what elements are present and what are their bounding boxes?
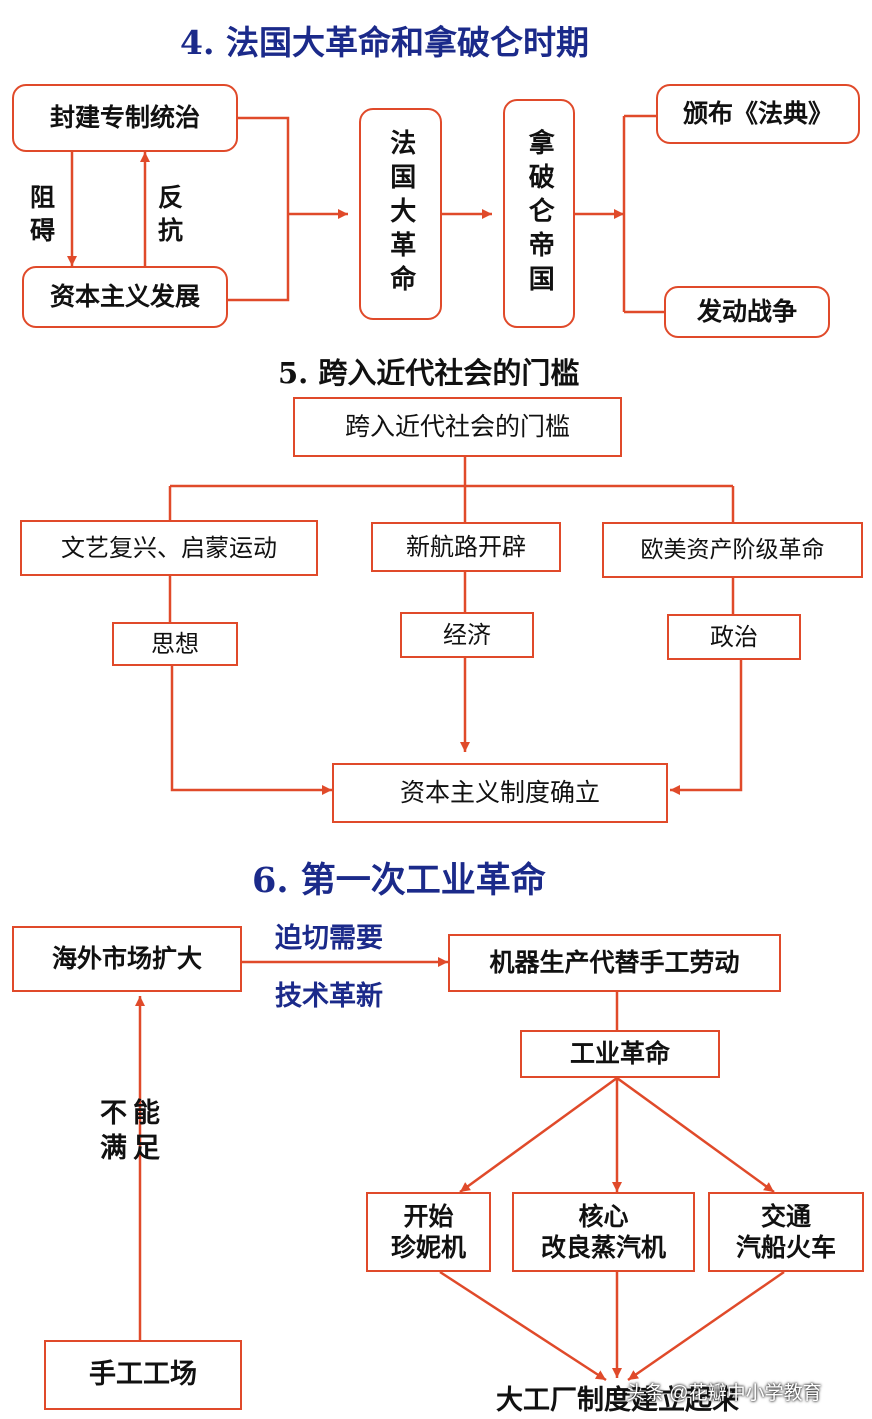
capitalist-system-box: 资本主义制度确立: [332, 763, 668, 823]
steam-engine-line2: 改良蒸汽机: [540, 1233, 666, 1262]
feudal-rule-box: 封建专制统治: [12, 84, 238, 152]
economy-box: 经济: [400, 612, 534, 658]
capitalism-development-box: 资本主义发展: [22, 266, 228, 328]
politics-box: 政治: [667, 614, 801, 660]
jenny-to-factory-arrow: [439, 1270, 607, 1382]
resist-label: 反抗: [158, 183, 184, 245]
politics-to-result-arrow: [670, 660, 743, 795]
industrial-revolution-box: 工业革命: [520, 1030, 720, 1078]
machine-production-box: 机器生产代替手工劳动: [448, 934, 781, 992]
spinning-jenny-box: 开始 珍妮机: [366, 1192, 491, 1272]
renaissance-box: 文艺复兴、启蒙运动: [20, 520, 318, 576]
industrial-to-transport-arrow: [616, 1076, 775, 1194]
transport-box: 交通 汽船火车: [708, 1192, 864, 1272]
feudal-bracket: [228, 116, 290, 302]
transport-line2: 汽船火车: [735, 1233, 836, 1262]
tech-innovation-label: 技术革新: [275, 981, 383, 1012]
section4-title: 4. 法国大革命和拿破仑时期: [180, 23, 589, 62]
issue-code-box: 颁布《法典》: [656, 84, 860, 144]
industrial-to-jenny-arrow: [459, 1076, 618, 1194]
transport-to-factory-arrow: [627, 1270, 785, 1382]
thought-box: 思想: [112, 622, 238, 666]
handicraft-workshop-box: 手工工场: [44, 1340, 242, 1410]
steam-engine-line1: 核心: [578, 1201, 629, 1231]
section6-title: 6. 第一次工业革命: [252, 860, 546, 901]
spinning-jenny-line2: 珍妮机: [390, 1233, 466, 1262]
not-enough-label: 不能满足: [100, 1098, 166, 1165]
thought-to-result-arrow: [170, 666, 332, 795]
factory-system-label: 大工厂制度建立起来: [496, 1385, 739, 1416]
overseas-market-box: 海外市场扩大: [12, 926, 242, 992]
spinning-jenny-line1: 开始: [403, 1201, 454, 1231]
watermark: 头条 @花瓣中小学教育: [626, 1383, 822, 1404]
napoleon-empire-box: 拿破仑帝国: [503, 99, 575, 328]
transport-line1: 交通: [760, 1201, 811, 1231]
launch-war-box: 发动战争: [664, 286, 830, 338]
section5-title: 5. 跨入近代社会的门槛: [278, 356, 580, 390]
hinder-label: 阻碍: [30, 183, 56, 245]
steam-engine-box: 核心 改良蒸汽机: [512, 1192, 695, 1272]
new-routes-box: 新航路开辟: [371, 522, 561, 572]
bourgeois-revolutions-box: 欧美资产阶级革命: [602, 522, 863, 578]
modern-threshold-box: 跨入近代社会的门槛: [293, 397, 622, 457]
urgent-need-label: 迫切需要: [275, 923, 383, 954]
french-revolution-box: 法国大革命: [359, 108, 442, 320]
